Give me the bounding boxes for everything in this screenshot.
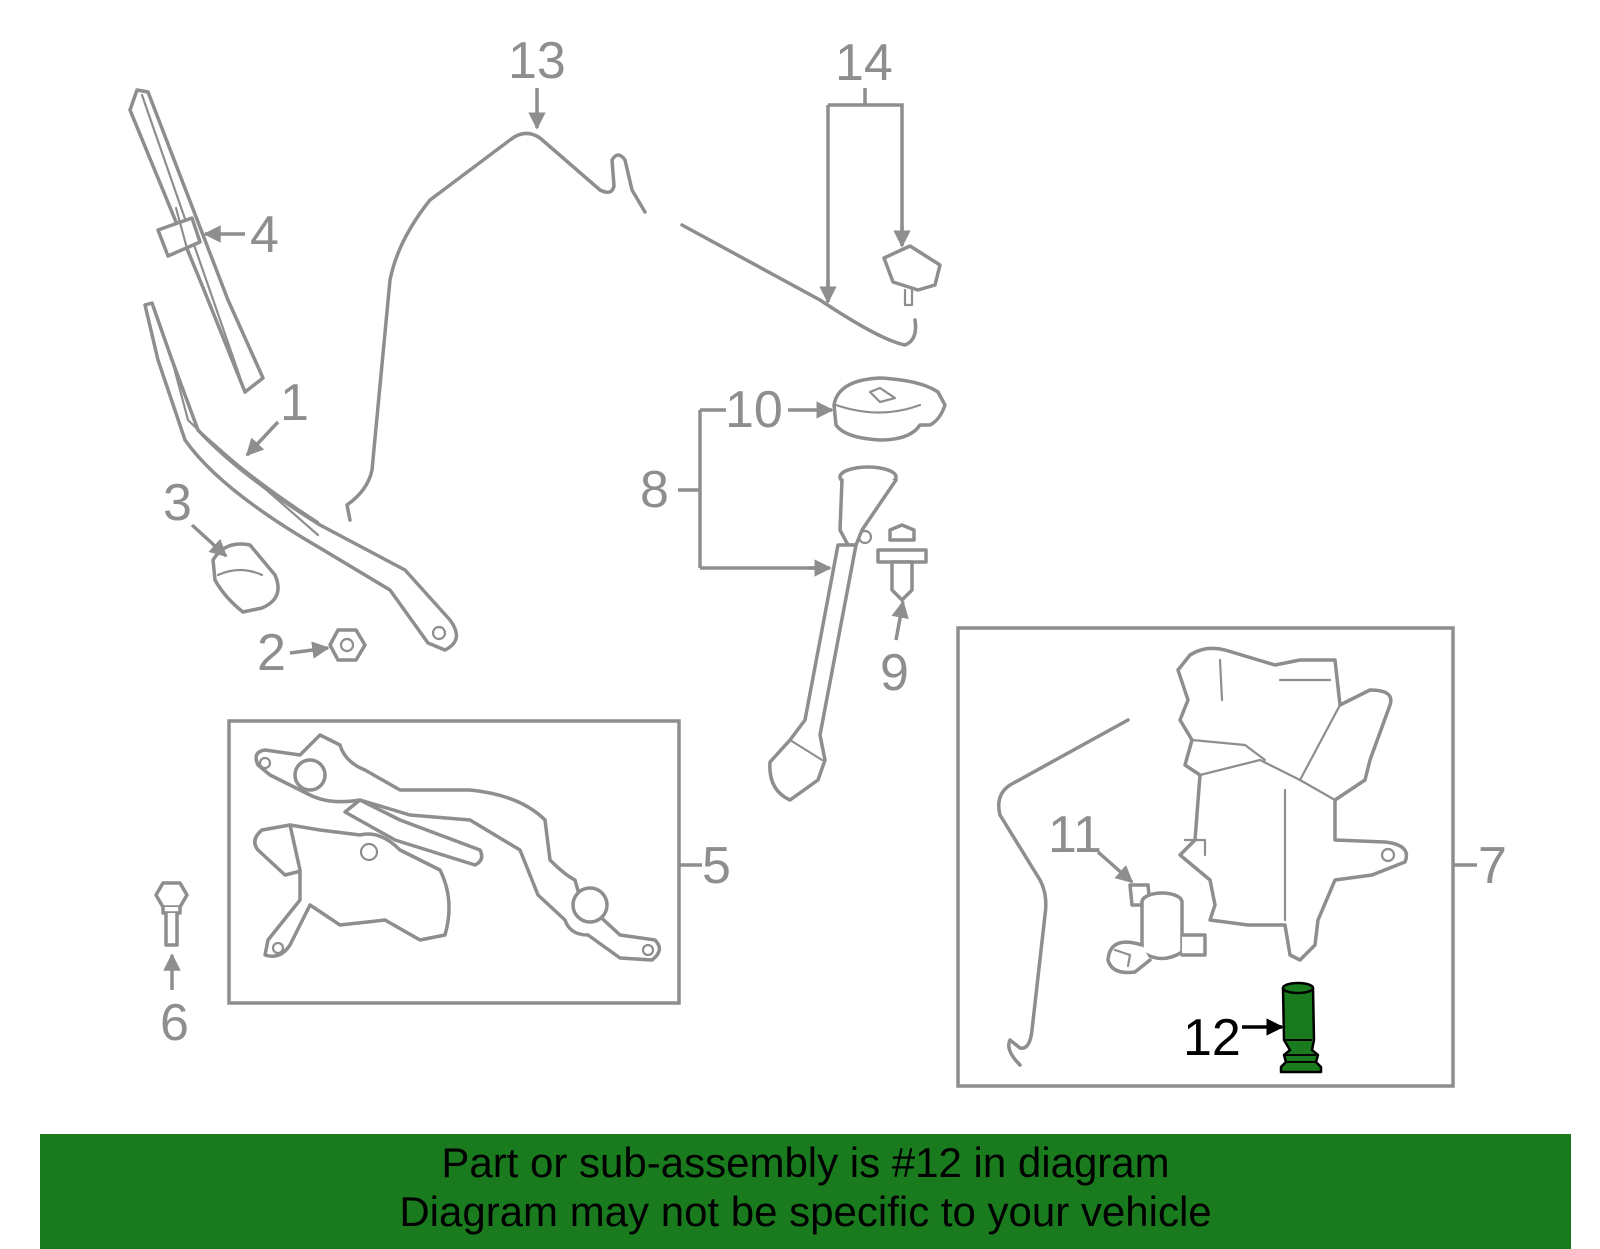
banner-line-1: Part or sub-assembly is #12 in diagram: [441, 1139, 1170, 1186]
washer-pump-part-11: [1106, 883, 1207, 975]
callout-13: 13: [508, 32, 566, 90]
leader-bracket-8: [678, 408, 828, 570]
callout-12: 12: [1183, 1009, 1241, 1067]
callout-11: 11: [1048, 806, 1102, 864]
leader-line-2: [289, 641, 330, 659]
grommet-part-12-highlighted: [1279, 981, 1323, 1074]
leader-line-9: [891, 600, 909, 641]
bolt-part-6: [154, 881, 189, 947]
callout-14: 14: [835, 34, 893, 92]
leader-bracket-14: [826, 88, 904, 302]
assembly-box-5: [227, 719, 681, 1005]
leader-line-11: [1096, 850, 1134, 884]
info-banner: Part or sub-assembly is #12 in diagram D…: [40, 1134, 1571, 1249]
callout-3: 3: [163, 474, 192, 532]
callout-4: 4: [250, 206, 279, 264]
clip-part-9: [876, 523, 928, 602]
washer-hose-part-13: [345, 131, 647, 522]
washer-nozzle-hose-part-14: [680, 223, 942, 347]
callout-6: 6: [160, 994, 189, 1052]
leader-line-1: [245, 420, 280, 457]
assembly-box-7: [956, 626, 1455, 1088]
washer-reservoir-part-7: [997, 646, 1409, 1067]
wiper-linkage-part-5: [253, 733, 662, 962]
nut-part-2: [328, 628, 367, 662]
cap-part-3: [211, 542, 280, 614]
callout-8: 8: [640, 461, 669, 519]
reservoir-cap-part-10: [832, 376, 947, 442]
callout-2: 2: [257, 624, 286, 682]
wiper-arm-part-1: [143, 301, 459, 652]
callout-10: 10: [725, 381, 783, 439]
callout-5: 5: [702, 837, 731, 895]
callout-1: 1: [280, 374, 309, 432]
leader-line-3: [190, 523, 228, 558]
banner-line-2: Diagram may not be specific to your vehi…: [399, 1188, 1212, 1235]
wiper-blade-part-4: [128, 88, 265, 394]
callout-9: 9: [880, 644, 909, 702]
filler-neck-part-8: [768, 465, 898, 802]
callout-7: 7: [1478, 837, 1507, 895]
